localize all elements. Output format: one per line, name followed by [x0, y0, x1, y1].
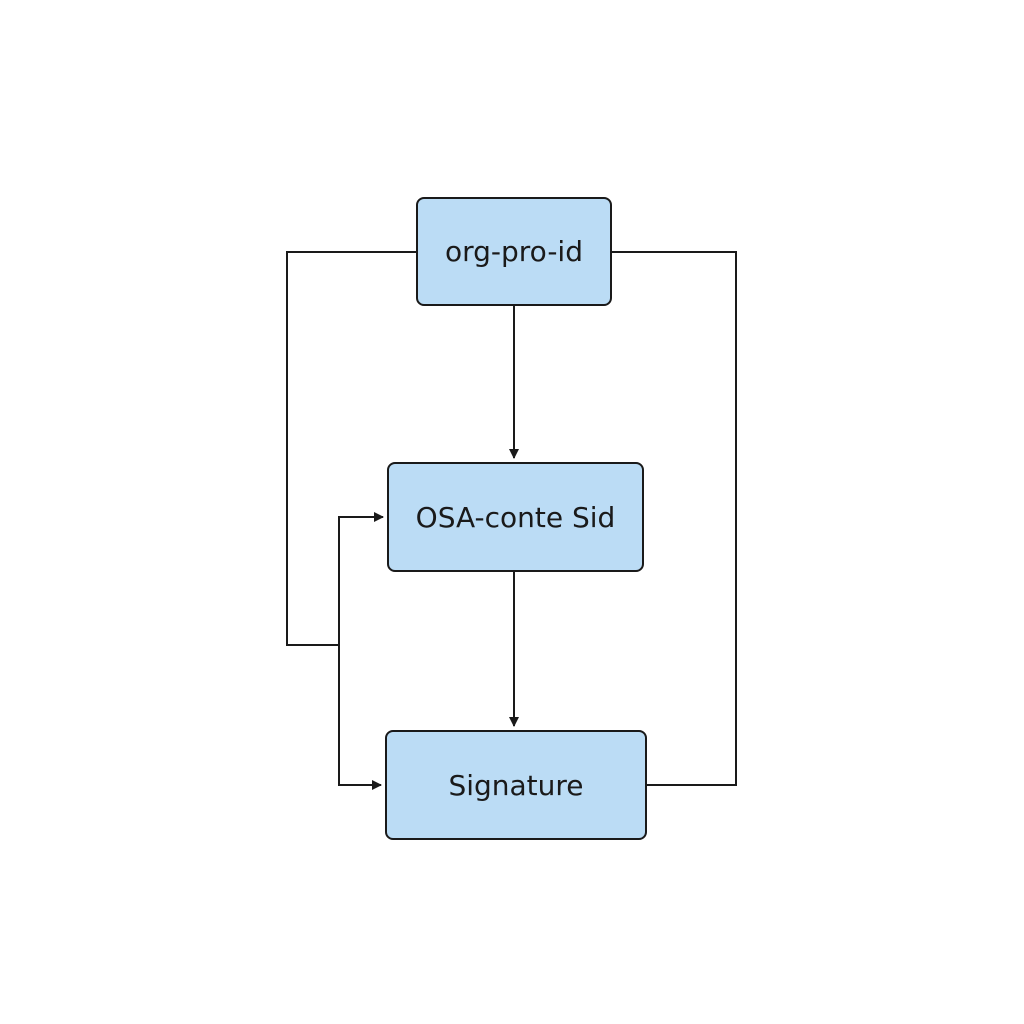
node-label: Signature	[448, 768, 584, 802]
node-signature: Signature	[385, 730, 647, 840]
node-org-pro-id: org-pro-id	[416, 197, 612, 306]
edge-bottom-to-top-right	[612, 251, 737, 786]
node-label: org-pro-id	[444, 235, 583, 268]
node-label: OSA-conte Sid	[415, 500, 616, 534]
edge-branch-to-bottom	[338, 645, 382, 790]
edge-top-left-loop-to-middle	[286, 251, 416, 646]
node-osa-conte-sid: OSA-conte Sid	[387, 462, 644, 572]
